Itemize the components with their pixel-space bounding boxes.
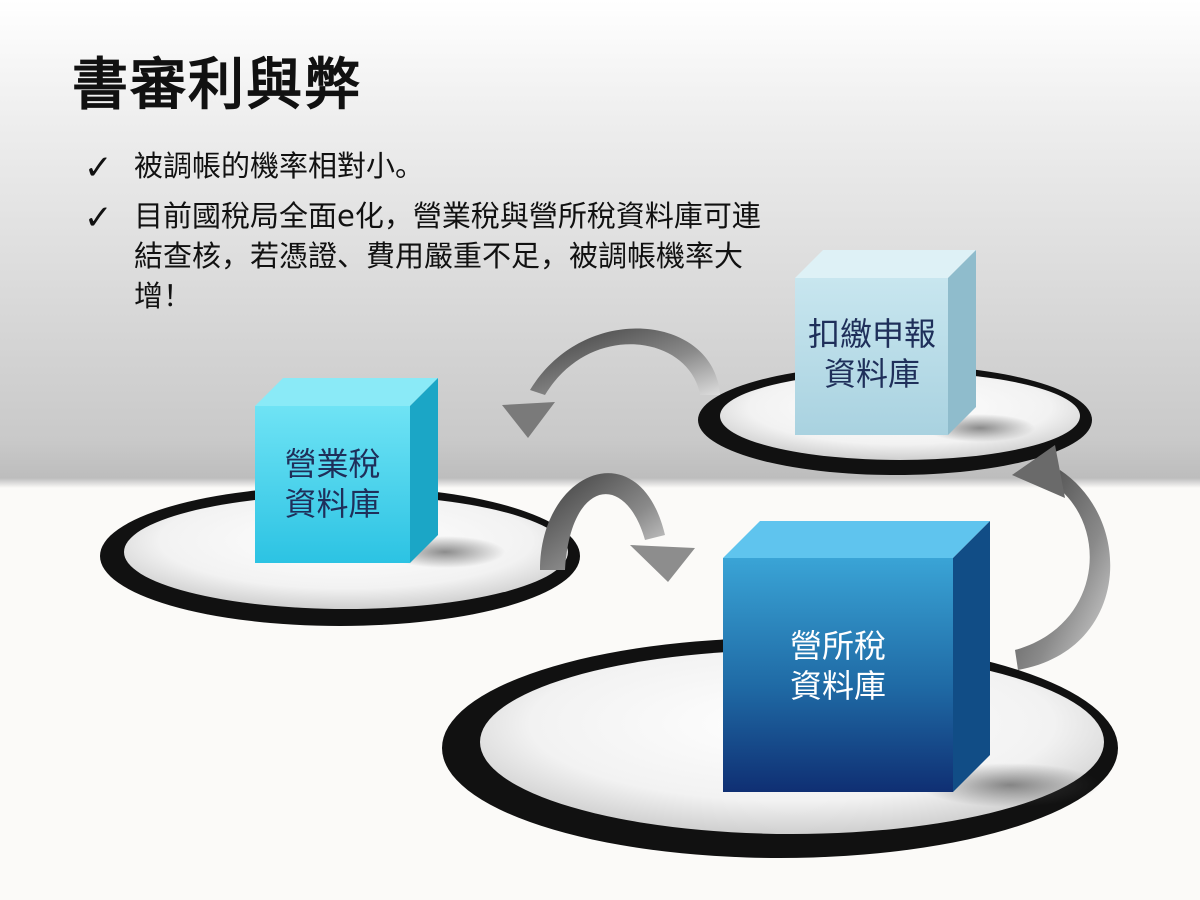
checkmark-icon: ✓ (84, 198, 113, 238)
checkmark-icon: ✓ (84, 148, 113, 188)
bullet-text: 被調帳的機率相對小。 (134, 149, 425, 183)
cube-label-line: 資料庫 (284, 485, 381, 523)
arrow-business-to-income (540, 473, 695, 582)
cube-label-line: 扣繳申報 (807, 315, 936, 353)
cube-label-line: 營所稅 (789, 627, 886, 665)
cube-label-withholding: 扣繳申報 資料庫 (782, 314, 962, 394)
cube-label-business-tax: 營業稅 資料庫 (255, 444, 410, 524)
page-title: 書審利與弊 (72, 53, 362, 118)
cube-label-income-tax: 營所稅 資料庫 (723, 626, 953, 706)
arrow-withholding-to-business (502, 328, 720, 438)
cube-label-line: 資料庫 (823, 355, 920, 393)
bullet-text: 目前國稅局全面e化，營業稅與營所稅資料庫可連結查核，若憑證、費用嚴重不足，被調帳… (134, 199, 761, 313)
bullet-item: ✓ 目前國稅局全面e化，營業稅與營所稅資料庫可連結查核，若憑證、費用嚴重不足，被… (84, 196, 784, 316)
bullet-item: ✓ 被調帳的機率相對小。 (84, 146, 784, 188)
cube-label-line: 營業稅 (284, 445, 381, 483)
cube-business-tax (255, 378, 438, 563)
cube-label-line: 資料庫 (789, 667, 886, 705)
bullet-list: ✓ 被調帳的機率相對小。 ✓ 目前國稅局全面e化，營業稅與營所稅資料庫可連結查核… (84, 146, 784, 326)
cube-withholding (795, 250, 976, 435)
arrow-income-to-withholding (1012, 445, 1111, 670)
cube-income-tax (723, 521, 990, 792)
